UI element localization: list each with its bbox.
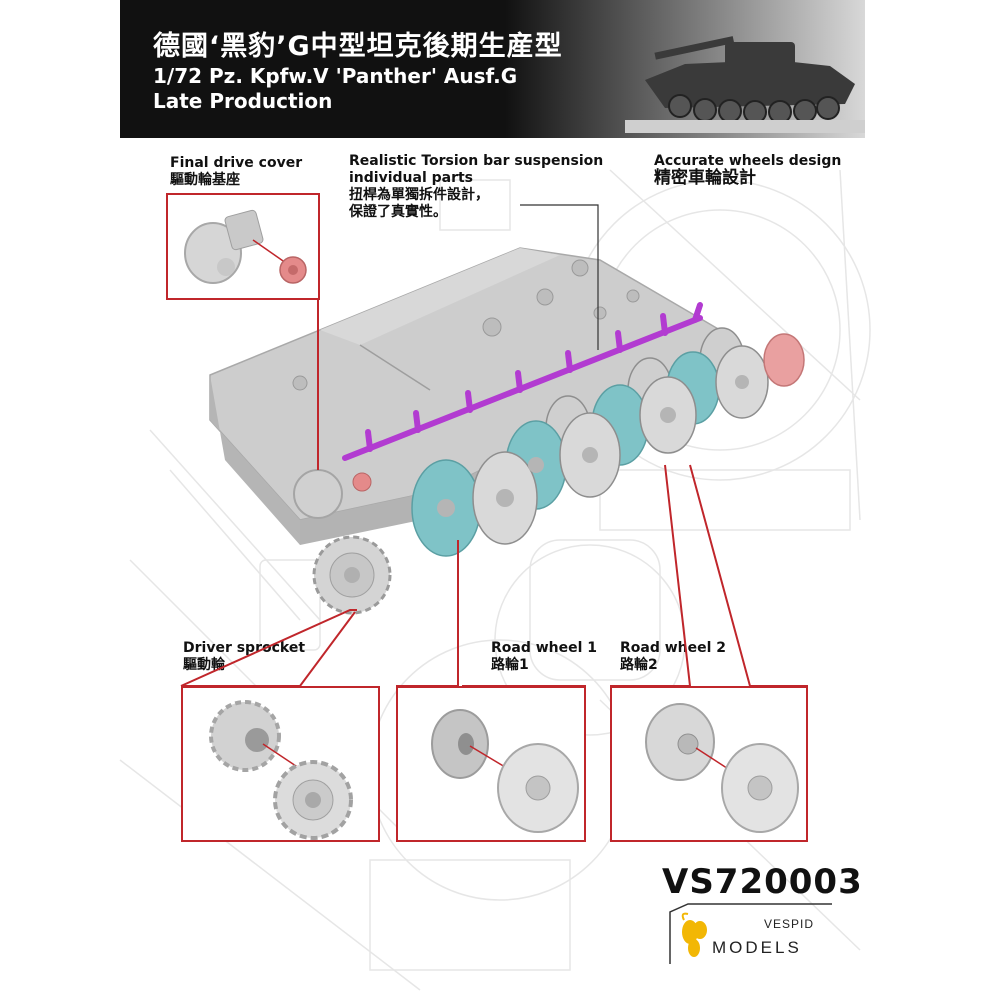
road-wheel-2-detail bbox=[645, 703, 799, 833]
torsion-callout-line bbox=[520, 204, 599, 350]
box-road-wheel-1 bbox=[396, 686, 586, 842]
brand-name-line2: MODELS bbox=[712, 938, 802, 957]
torsion-bars bbox=[342, 302, 703, 461]
label-final-drive-cn: 驅動輪基座 bbox=[170, 172, 240, 188]
idler-part bbox=[763, 333, 805, 387]
title-chinese: 德國‘黑豹’G中型坦克後期生産型 bbox=[153, 31, 563, 62]
box-final-drive bbox=[166, 193, 320, 300]
road-wheel-1-detail bbox=[431, 709, 579, 833]
hull-side-front bbox=[210, 375, 300, 545]
label-wheels-design: Accurate wheels design 精密車輪設計 bbox=[654, 153, 841, 187]
label-road-wheel-1-en: Road wheel 1 bbox=[491, 640, 598, 656]
final-drive-detail bbox=[184, 209, 307, 284]
label-torsion-en1: Realistic Torsion bar suspension bbox=[349, 153, 604, 169]
title-english-line1: 1/72 Pz. Kpfw.V 'Panther' Ausf.G bbox=[153, 64, 518, 88]
loose-sprocket bbox=[312, 535, 392, 615]
product-code: VS720003 bbox=[662, 862, 863, 902]
box-driver-sprocket bbox=[181, 686, 380, 842]
tank-photo bbox=[625, 36, 865, 133]
label-road-wheel-2: Road wheel 2 路輪2 bbox=[620, 640, 726, 674]
brand-name-line1: VESPID bbox=[764, 917, 815, 931]
wasp-icon bbox=[681, 912, 707, 957]
label-road-wheel-2-cn: 路輪2 bbox=[620, 657, 658, 673]
final-drive-housing bbox=[293, 469, 343, 519]
final-drive-cap bbox=[352, 472, 372, 492]
header-banner: 德國‘黑豹’G中型坦克後期生産型 1/72 Pz. Kpfw.V 'Panthe… bbox=[120, 0, 865, 138]
label-torsion-en2: individual parts bbox=[349, 170, 474, 186]
label-torsion-cn2: 保證了真實性。 bbox=[349, 204, 447, 220]
label-road-wheel-1: Road wheel 1 路輪1 bbox=[491, 640, 597, 674]
label-wheels-design-cn: 精密車輪設計 bbox=[654, 168, 756, 188]
label-wheels-design-en: Accurate wheels design bbox=[654, 153, 842, 169]
hull-panel bbox=[320, 248, 560, 345]
label-road-wheel-1-cn: 路輪1 bbox=[491, 657, 529, 673]
label-torsion-cn1: 扭桿為單獨拆件設計， bbox=[349, 187, 489, 203]
vespid-logo bbox=[669, 903, 832, 964]
hull-side bbox=[300, 360, 705, 545]
label-torsion-bar: Realistic Torsion bar suspension individ… bbox=[349, 153, 603, 221]
label-final-drive-en: Final drive cover bbox=[170, 155, 303, 171]
driver-sprocket-detail bbox=[209, 700, 353, 840]
label-driver-sprocket-cn: 驅動輪 bbox=[183, 657, 225, 673]
label-final-drive: Final drive cover 驅動輪基座 bbox=[170, 155, 302, 189]
box-road-wheel-2 bbox=[610, 686, 808, 842]
title-english-line2: Late Production bbox=[153, 89, 333, 113]
label-road-wheel-2-en: Road wheel 2 bbox=[620, 640, 727, 656]
